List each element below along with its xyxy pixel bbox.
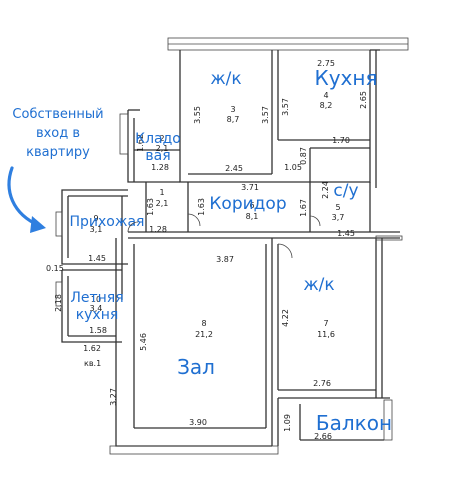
flat-mark: кв.1 (84, 359, 101, 368)
dim-r8-left: 5.46 (139, 333, 148, 351)
dim-balcony-side: 1.09 (283, 414, 292, 432)
entrance-arrow-icon (7, 166, 42, 228)
dim-r5-v1: 0.87 (299, 147, 308, 165)
dim-r3-left: 3.55 (193, 106, 202, 124)
room-3-area: 8,7 (227, 115, 240, 124)
dim-r6-top: 3.71 (241, 183, 259, 192)
room-4-area: 8,2 (320, 101, 333, 110)
dim-r4-top: 2.75 (317, 59, 335, 68)
dimension-labels: 3.55 3.57 2.45 2.75 3.57 2.65 1.70 2.24 … (46, 59, 368, 441)
room-8-number: 8 (201, 319, 206, 328)
room-8-area: 21,2 (195, 330, 213, 339)
room-5-number: 5 (335, 203, 340, 212)
room-7-label: ж/к (303, 275, 334, 295)
room-6-area: 8,1 (246, 212, 259, 221)
room-3-number: 3 (230, 105, 235, 114)
dim-r6-small: 1.28 (149, 225, 167, 234)
room-3-label: ж/к (210, 69, 241, 89)
dim-r8-top: 3.87 (216, 255, 234, 264)
room-labels: ж/к Кухня с/у Коридор ж/к Зал Прихожая Б… (70, 66, 393, 435)
dim-r5-v2: 1.67 (299, 199, 308, 217)
dim-r9-bottom: 1.45 (88, 254, 106, 263)
dim-r8-bottom: 3.90 (189, 418, 207, 427)
room-4-label: Кухня (315, 66, 378, 90)
dim-r8-outer: 3.27 (109, 388, 118, 406)
dim-r10-left: 2.18 (54, 294, 63, 312)
room-7-number: 7 (323, 319, 328, 328)
room-9-number: 9 (93, 214, 98, 223)
room-9-area: 3,1 (90, 225, 103, 234)
room-10-number: 10 (91, 295, 101, 304)
dim-r7-bottom: 2.76 (313, 379, 331, 388)
dim-r5-bottom: 1.45 (337, 229, 355, 238)
room-9-label: Прихожая (70, 214, 145, 230)
room-10-area: 3,4 (90, 304, 103, 313)
room-2-number: 2 (159, 134, 164, 143)
room-7-area: 11,6 (317, 330, 335, 339)
dim-r10-inner: 1.58 (89, 326, 107, 335)
dim-r4-left: 3.57 (281, 98, 290, 116)
dim-r6-left: 1.63 (146, 198, 155, 216)
dim-r7-left: 4.22 (281, 309, 290, 327)
room-4-number: 4 (323, 91, 328, 100)
dim-r9-wall: 0.15 (46, 264, 64, 273)
room-1-area: 2,1 (156, 199, 169, 208)
door-marks (127, 213, 321, 259)
dim-r3-right: 3.57 (261, 106, 270, 124)
dim-balcony-bottom: 2.66 (314, 432, 332, 441)
dim-r4-right: 2.65 (359, 91, 368, 109)
dim-r10-outer: 1.62 (83, 344, 101, 353)
room-numbers: 1 2,1 2 2,1 3 8,7 4 8,2 5 3,7 6 8,1 7 11… (90, 91, 345, 339)
room-6-number: 6 (249, 201, 254, 210)
dim-r2-left: 1.62 (136, 134, 145, 152)
room-11-label: Балкон (316, 411, 392, 435)
dim-r3-bottom: 2.45 (225, 164, 243, 173)
room-8-label: Зал (177, 355, 215, 379)
room-5-label: с/у (333, 181, 358, 201)
dim-r5-small: 1.05 (284, 163, 302, 172)
dim-r6-side: 1.63 (197, 198, 206, 216)
room-6-label: Коридор (209, 194, 286, 214)
dim-r4-bottom: 1.70 (332, 136, 350, 145)
room-1-number: 1 (159, 188, 164, 197)
room-2-area: 2,1 (156, 144, 169, 153)
dim-r5-width: 2.24 (321, 181, 330, 199)
room-5-area: 3,7 (332, 213, 345, 222)
dim-r2-bottom: 1.28 (151, 163, 169, 172)
outer-walls (55, 37, 409, 455)
